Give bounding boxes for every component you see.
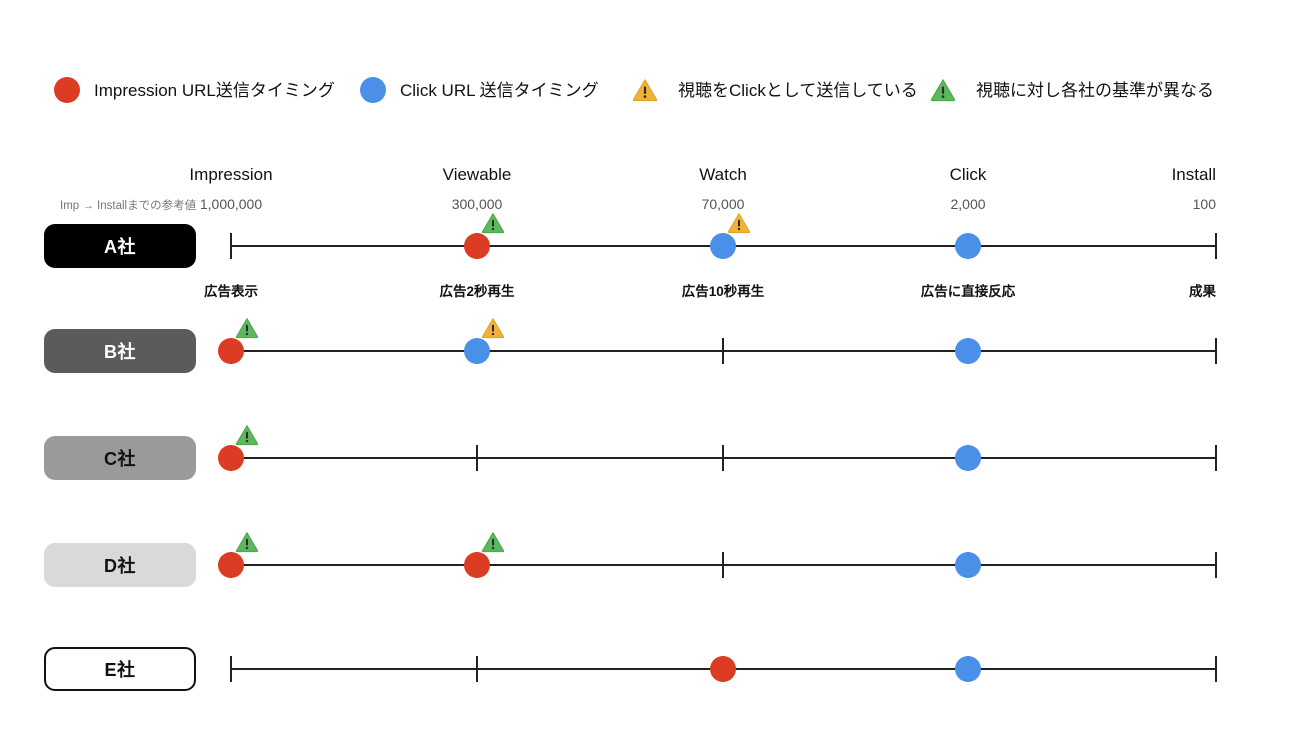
stage-description-impression: 広告表示	[204, 284, 258, 299]
legend-item-watch-as-click: 視聴をClickとして送信している	[632, 68, 918, 112]
legend-label: 視聴をClickとして送信している	[678, 80, 918, 100]
company-pill-b[interactable]: B社	[44, 329, 196, 373]
company-pill-d[interactable]: D社	[44, 543, 196, 587]
green-warning-triangle-icon	[235, 317, 259, 339]
reference-row-label: Imp → Installまでの参考値	[60, 200, 197, 212]
green-warning-triangle-icon	[930, 78, 956, 102]
company-row-c: C社	[0, 425, 1300, 522]
stage-header-impression: Impression	[189, 165, 273, 184]
red-marker-viewable[interactable]	[464, 233, 490, 259]
company-pill-e[interactable]: E社	[44, 647, 196, 691]
red-circle-icon	[54, 77, 80, 103]
axis-tick-install	[1215, 552, 1217, 578]
axis-tick-install	[1215, 338, 1217, 364]
blue-marker-click[interactable]	[955, 233, 981, 259]
axis-tick-install	[1215, 656, 1217, 682]
green-warning-triangle-icon	[235, 424, 259, 446]
company-row-a: A社広告表示 広告2秒再生 広告10秒再生 広告に直接反応 成果	[0, 213, 1300, 310]
stage-reference-value-click: 2,000	[950, 196, 986, 212]
axis-tick-watch	[722, 552, 724, 578]
company-row-e: E社	[0, 647, 1300, 733]
blue-marker-click[interactable]	[955, 552, 981, 578]
blue-circle-icon	[360, 77, 386, 103]
green-warning-triangle-icon	[235, 531, 259, 553]
axis-tick-impression	[230, 656, 232, 682]
legend-item-impression-url: Impression URL送信タイミング	[54, 68, 335, 112]
red-marker-viewable[interactable]	[464, 552, 490, 578]
legend-item-click-url: Click URL 送信タイミング	[360, 68, 599, 112]
legend-item-criteria-differs: 視聴に対し各社の基準が異なる	[930, 68, 1214, 112]
stage-header-watch: Watch	[699, 165, 747, 184]
red-marker-impression[interactable]	[218, 552, 244, 578]
orange-warning-triangle-icon	[481, 317, 505, 339]
axis-tick-viewable	[476, 656, 478, 682]
axis-tick-install	[1215, 445, 1217, 471]
stage-header-viewable: Viewable	[442, 165, 512, 184]
blue-marker-click[interactable]	[955, 656, 981, 682]
red-marker-impression[interactable]	[218, 338, 244, 364]
blue-marker-click[interactable]	[955, 338, 981, 364]
blue-marker-watch[interactable]	[710, 233, 736, 259]
blue-marker-click[interactable]	[955, 445, 981, 471]
axis-tick-watch	[722, 338, 724, 364]
company-row-d: D社	[0, 532, 1300, 629]
red-marker-impression[interactable]	[218, 445, 244, 471]
orange-warning-triangle-icon	[727, 212, 751, 234]
green-warning-triangle-icon	[481, 531, 505, 553]
legend: Impression URL送信タイミング Click URL 送信タイミング …	[0, 68, 1300, 112]
legend-label: Impression URL送信タイミング	[94, 80, 335, 100]
red-marker-watch[interactable]	[710, 656, 736, 682]
company-pill-c[interactable]: C社	[44, 436, 196, 480]
blue-marker-viewable[interactable]	[464, 338, 490, 364]
legend-label: Click URL 送信タイミング	[400, 80, 599, 100]
orange-warning-triangle-icon	[632, 78, 658, 102]
axis-tick-install	[1215, 233, 1217, 259]
axis-tick-impression	[230, 233, 232, 259]
stage-header-click: Click	[949, 165, 987, 184]
stage-reference-value-install: 100	[1192, 196, 1216, 212]
stage-reference-value-viewable: 300,000	[451, 196, 503, 212]
stage-description-viewable: 広告2秒再生	[439, 284, 515, 299]
company-pill-a[interactable]: A社	[44, 224, 196, 268]
axis-tick-watch	[722, 445, 724, 471]
axis-tick-viewable	[476, 445, 478, 471]
stage-reference-value-watch: 70,000	[701, 196, 745, 212]
stage-description-click: 広告に直接反応	[920, 284, 1016, 299]
legend-label: 視聴に対し各社の基準が異なる	[976, 80, 1214, 100]
green-warning-triangle-icon	[481, 212, 505, 234]
stage-description-install: 成果	[1189, 284, 1216, 299]
stage-header-install: Install	[1171, 165, 1216, 184]
stage-description-watch: 広告10秒再生	[681, 284, 765, 299]
company-row-b: B社	[0, 318, 1300, 415]
stage-reference-value-impression: 1,000,000	[199, 196, 263, 212]
